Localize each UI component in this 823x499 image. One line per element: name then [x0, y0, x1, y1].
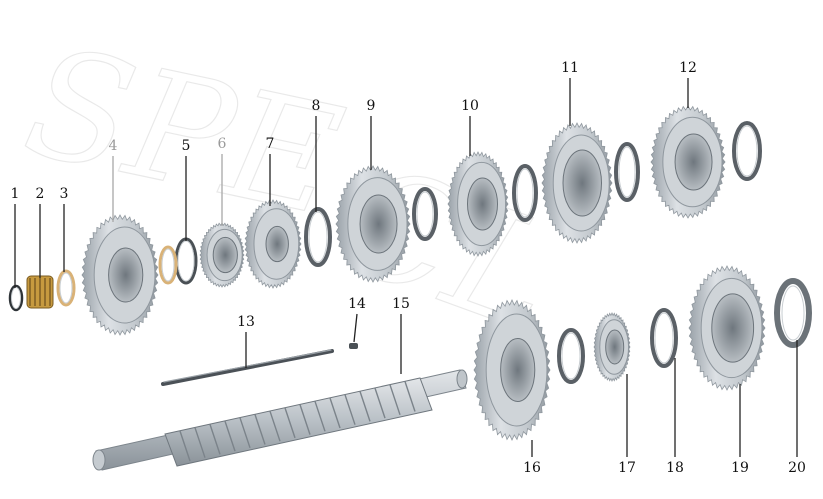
callout-7: 7 [266, 136, 275, 152]
callout-19: 19 [731, 460, 749, 476]
leader-line-14 [353, 313, 358, 343]
callout-20: 20 [788, 460, 806, 476]
part-8-ring [304, 207, 332, 267]
callout-18: 18 [666, 460, 684, 476]
part-15-shaft [92, 369, 468, 471]
callout-9: 9 [367, 98, 376, 114]
part-12-synchronizer [650, 105, 726, 219]
part-12b-ring [732, 121, 762, 181]
upper-parts-row [8, 105, 762, 336]
part-11b-ring [614, 142, 640, 202]
callout-15: 15 [392, 296, 410, 312]
part-2-bearing [26, 275, 54, 309]
part-9b-ring [412, 187, 438, 241]
callout-17: 17 [618, 460, 636, 476]
callout-6: 6 [218, 136, 227, 152]
callout-5: 5 [182, 138, 191, 154]
callout-16: 16 [523, 460, 541, 476]
part-6-gear [199, 222, 245, 288]
callout-2: 2 [36, 186, 45, 202]
part-19-gear [688, 265, 766, 391]
callout-8: 8 [312, 98, 321, 114]
part-1-snap-ring [8, 284, 24, 312]
part-13-rod [161, 349, 334, 386]
callout-14: 14 [348, 296, 366, 312]
part-10-gear [447, 151, 509, 257]
part-16-gear [473, 299, 551, 441]
part-18-ring [650, 308, 678, 368]
callout-13: 13 [237, 314, 255, 330]
callout-3: 3 [60, 186, 69, 202]
part-20-seal [774, 278, 812, 348]
callout-11: 11 [561, 60, 579, 76]
part-3-shim [56, 269, 76, 307]
part-5b-shim [158, 245, 178, 285]
part-10b-ring [512, 164, 538, 222]
part-4-synchronizer [81, 214, 159, 336]
shaft-splines [179, 381, 416, 462]
part-9-synchronizer [335, 165, 411, 283]
part-16b-ring [557, 328, 585, 384]
callout-10: 10 [461, 98, 479, 114]
callout-1: 1 [11, 186, 20, 202]
part-5-ring [174, 237, 198, 285]
part-7-gear [244, 199, 302, 289]
part-14-pin [349, 343, 358, 349]
callout-12: 12 [679, 60, 697, 76]
part-11-gear [541, 122, 613, 244]
lower-parts-row [473, 265, 812, 441]
callout-4: 4 [109, 138, 118, 154]
part-17-synchronizer [593, 312, 631, 382]
